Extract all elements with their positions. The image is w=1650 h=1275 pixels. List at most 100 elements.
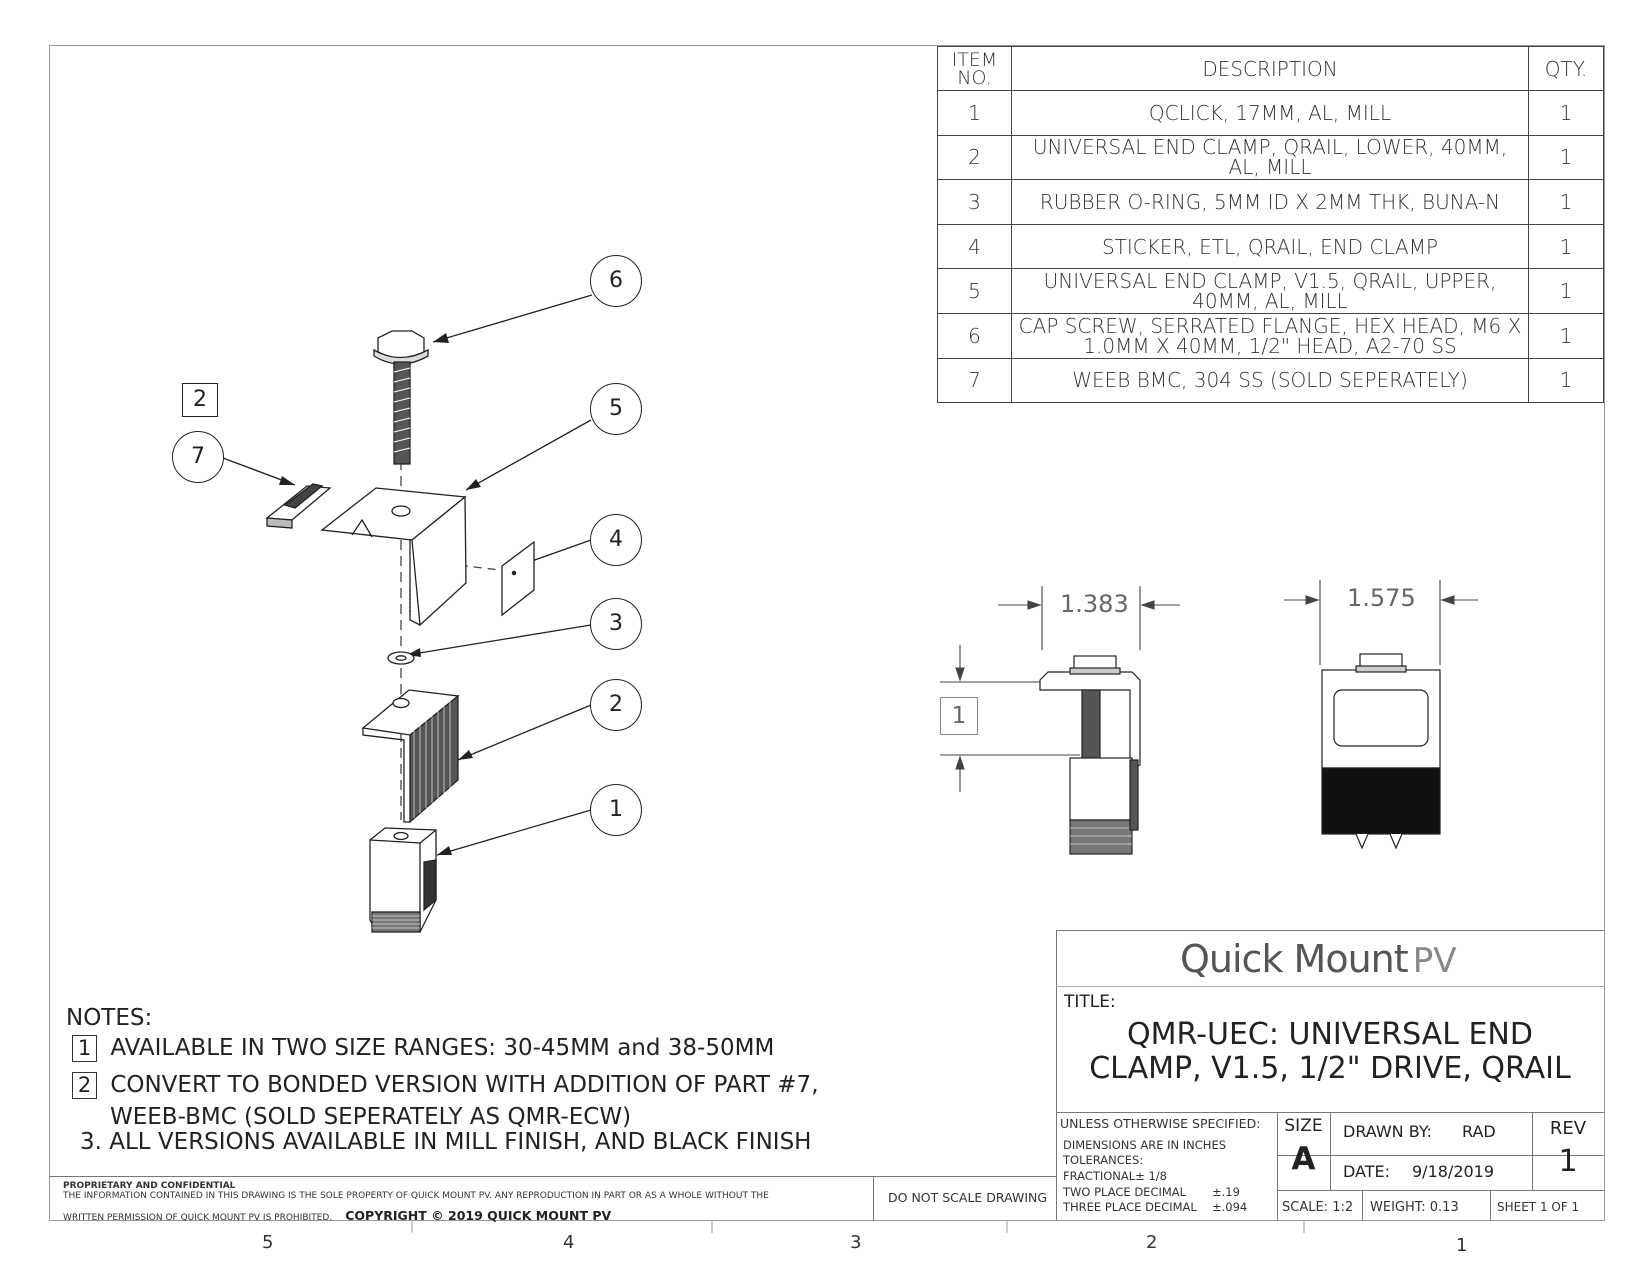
lower-clamp — [361, 689, 460, 824]
balloon-1: 1 — [590, 784, 642, 836]
weeb-clip — [265, 483, 332, 529]
table-row: 5 UNIVERSAL END CLAMP, V1.5, QRAIL, UPPE… — [937, 268, 1604, 314]
date-value: 9/18/2019 — [1412, 1162, 1495, 1181]
tolerance-line-1: DIMENSIONS ARE IN INCHES — [1063, 1138, 1227, 1152]
leader-lines — [222, 294, 593, 856]
note-1: 1 AVAILABLE IN TWO SIZE RANGES: 30-45MM … — [72, 1035, 774, 1062]
table-row: 2 UNIVERSAL END CLAMP, QRAIL, LOWER, 40M… — [937, 134, 1604, 181]
table-header-row: ITEM NO. DESCRIPTION QTY. — [937, 46, 1604, 91]
cell-qty: 1 — [1528, 223, 1604, 270]
company-logo: Quick Mount PV — [1180, 937, 1457, 981]
qclick — [369, 827, 437, 933]
dimension-side-width: 1.383 — [1060, 590, 1129, 618]
tb-line — [1532, 1112, 1533, 1190]
cell-item: 2 — [937, 134, 1012, 181]
cell-desc: RUBBER O-RING, 5MM ID X 2MM THK, BUNA-N — [1011, 179, 1529, 225]
zone-label: 5 — [262, 1232, 274, 1253]
dimension-height-box: 1 — [940, 697, 978, 735]
notes-heading: NOTES: — [66, 1005, 153, 1031]
title-label: TITLE: — [1064, 992, 1116, 1012]
drawn-by-label: DRAWN BY: — [1343, 1122, 1432, 1141]
logo-main: Quick Mount — [1180, 937, 1409, 981]
rev-value: 1 — [1558, 1144, 1578, 1179]
tolerance-line-2: TOLERANCES: — [1063, 1153, 1144, 1167]
tb-line — [1277, 1155, 1604, 1156]
weight: WEIGHT: 0.13 — [1370, 1200, 1459, 1215]
note-1-box: 1 — [72, 1035, 97, 1062]
cell-item: 6 — [937, 312, 1012, 359]
cell-qty: 1 — [1528, 179, 1604, 225]
logo-pv: PV — [1412, 941, 1457, 981]
cell-qty: 1 — [1528, 357, 1604, 404]
note-2-text-b: WEEB-BMC (SOLD SEPERATELY AS QMR-ECW) — [110, 1104, 632, 1130]
header-qty: QTY. — [1528, 46, 1604, 91]
cell-item: 7 — [937, 357, 1012, 404]
proprietary-line-1: THE INFORMATION CONTAINED IN THIS DRAWIN… — [63, 1191, 769, 1201]
zone-ticks — [411, 1221, 1305, 1233]
tolerance-line-4-label: TWO PLACE DECIMAL — [1063, 1185, 1187, 1199]
side-view — [1039, 655, 1141, 855]
flag-note-2: 2 — [182, 383, 218, 417]
footer-divider-v — [873, 1176, 874, 1221]
size-label: SIZE — [1284, 1116, 1323, 1136]
cell-desc: QCLICK, 17MM, AL, MILL — [1011, 90, 1529, 136]
note-2: 2 CONVERT TO BONDED VERSION WITH ADDITIO… — [72, 1072, 819, 1099]
balloon-7: 7 — [172, 431, 224, 483]
tolerance-line-5-label: THREE PLACE DECIMAL — [1063, 1200, 1197, 1214]
copyright: COPYRIGHT © 2019 QUICK MOUNT PV — [345, 1208, 612, 1223]
tb-line — [1362, 1190, 1363, 1221]
balloon-5: 5 — [590, 383, 642, 435]
header-item-no: ITEM NO. — [937, 46, 1012, 91]
tb-line — [1056, 986, 1604, 987]
zone-label: 4 — [563, 1232, 575, 1253]
proprietary-line-2-row: WRITTEN PERMISSION OF QUICK MOUNT PV IS … — [63, 1205, 611, 1224]
date-label: DATE: — [1343, 1162, 1391, 1181]
zone-label: 1 — [1456, 1235, 1468, 1256]
drawing-title-line-2: CLAMP, V1.5, 1/2" DRIVE, QRAIL — [1089, 1051, 1571, 1086]
tb-line — [1277, 1190, 1604, 1191]
do-not-scale: DO NOT SCALE DRAWING — [888, 1190, 1048, 1205]
balloon-4: 4 — [590, 514, 642, 566]
header-description: DESCRIPTION — [1011, 46, 1529, 91]
note-2-box: 2 — [72, 1072, 97, 1099]
sheet: SHEET 1 OF 1 — [1497, 1200, 1580, 1214]
note-3: 3. ALL VERSIONS AVAILABLE IN MILL FINISH… — [80, 1129, 812, 1155]
balloon-2: 2 — [590, 679, 642, 731]
tb-line — [1277, 1112, 1278, 1221]
cell-desc: WEEB BMC, 304 SS (SOLD SEPERATELY) — [1011, 357, 1529, 404]
footer-divider — [49, 1176, 1056, 1177]
cell-qty: 1 — [1528, 90, 1604, 136]
tb-line — [1330, 1112, 1331, 1190]
bolt — [373, 330, 429, 465]
sticker — [501, 540, 535, 617]
front-view — [1321, 653, 1441, 850]
zone-label: 2 — [1146, 1232, 1158, 1253]
drawing-border — [49, 45, 1605, 1221]
table-row: 6 CAP SCREW, SERRATED FLANGE, HEX HEAD, … — [937, 312, 1604, 359]
tb-line — [1490, 1190, 1491, 1221]
rev-label: REV — [1549, 1118, 1587, 1139]
cell-desc: UNIVERSAL END CLAMP, V1.5, QRAIL, UPPER,… — [1011, 268, 1529, 314]
bill-of-materials-table: ITEM NO. DESCRIPTION QTY. 1 QCLICK, 17MM… — [937, 46, 1604, 404]
balloon-6: 6 — [590, 255, 642, 307]
drawing-title-line-1: QMR-UEC: UNIVERSAL END — [1127, 1017, 1533, 1052]
tolerance-line-4-value: ±.19 — [1212, 1185, 1240, 1199]
cell-item: 5 — [937, 268, 1012, 314]
cell-qty: 1 — [1528, 268, 1604, 314]
note-1-text: AVAILABLE IN TWO SIZE RANGES: 30-45MM an… — [110, 1035, 775, 1061]
tolerance-line-3: FRACTIONAL± 1/8 — [1063, 1169, 1167, 1183]
table-row: 1 QCLICK, 17MM, AL, MILL 1 — [937, 90, 1604, 136]
table-row: 3 RUBBER O-RING, 5MM ID X 2MM THK, BUNA-… — [937, 179, 1604, 225]
proprietary-title: PROPRIETARY AND CONFIDENTIAL — [63, 1181, 236, 1191]
title-block — [1056, 930, 1604, 1221]
upper-clamp — [320, 487, 467, 627]
cell-item: 4 — [937, 223, 1012, 270]
cell-qty: 1 — [1528, 312, 1604, 359]
scale: SCALE: 1:2 — [1282, 1200, 1354, 1215]
cell-desc: CAP SCREW, SERRATED FLANGE, HEX HEAD, M6… — [1011, 312, 1529, 359]
proprietary-line-2: WRITTEN PERMISSION OF QUICK MOUNT PV IS … — [63, 1213, 333, 1223]
tolerance-line-5-value: ±.094 — [1212, 1200, 1248, 1214]
note-2-text-a: CONVERT TO BONDED VERSION WITH ADDITION … — [110, 1072, 819, 1098]
